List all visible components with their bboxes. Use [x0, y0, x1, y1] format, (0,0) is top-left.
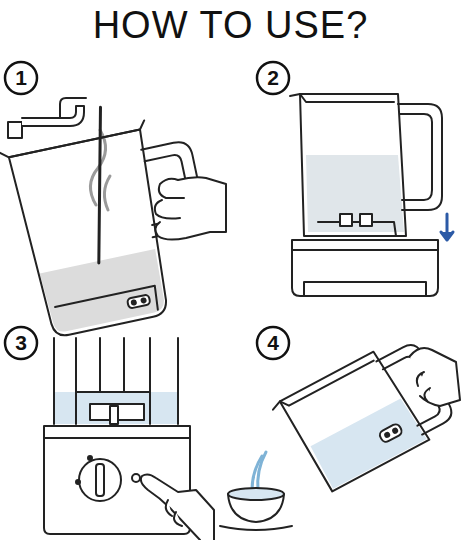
base-closeup — [44, 437, 190, 439]
step-number: 4 — [255, 325, 291, 361]
finger — [166, 500, 182, 526]
faucet — [60, 98, 86, 118]
down-arrow — [441, 232, 453, 240]
base-closeup — [54, 392, 178, 424]
kettle-on-base — [398, 104, 442, 210]
kettle-on-base — [300, 94, 406, 236]
kettle-filling — [141, 298, 146, 303]
base-closeup — [44, 426, 190, 534]
kettle-pouring — [385, 432, 390, 437]
base-closeup — [44, 338, 190, 534]
page-title: HOW TO USE? — [0, 4, 461, 47]
kettle-filling — [9, 129, 179, 339]
base-closeup — [132, 474, 140, 482]
water-stream — [252, 456, 262, 490]
base-closeup — [79, 459, 121, 501]
water-stream — [252, 452, 266, 492]
step-number-text: 4 — [255, 325, 291, 355]
cup — [220, 526, 292, 530]
faucet — [22, 106, 84, 126]
step-number: 3 — [3, 325, 39, 361]
base-closeup — [110, 406, 118, 424]
kettle-filling — [55, 286, 160, 331]
step-number-text: 3 — [3, 325, 39, 355]
kettle-on-base — [400, 114, 432, 200]
kettle-filling — [127, 294, 151, 308]
kettle-pouring — [378, 423, 403, 444]
kettle-on-base — [290, 94, 442, 296]
kettle-filling — [131, 300, 136, 305]
hand — [155, 177, 226, 239]
hand — [155, 177, 226, 239]
kettle-pouring — [392, 428, 397, 433]
step-number-text: 1 — [3, 60, 39, 90]
hand — [410, 348, 460, 406]
kettle-on-base — [318, 222, 396, 236]
faucet — [8, 98, 86, 138]
finger — [141, 474, 214, 540]
kettle-on-base — [306, 155, 404, 232]
kettle-on-base — [292, 240, 438, 296]
step-number: 1 — [3, 60, 39, 96]
kettle-filling — [0, 120, 146, 159]
base-closeup — [76, 480, 80, 484]
kettle-pouring — [311, 397, 427, 489]
steam — [104, 176, 110, 210]
hand — [410, 348, 460, 406]
kettle-on-base — [360, 214, 372, 226]
base-closeup — [76, 391, 150, 393]
kettle-on-base — [304, 282, 426, 296]
base-closeup — [54, 338, 178, 424]
base-closeup — [76, 338, 150, 424]
kettle-pouring — [271, 354, 374, 414]
kettle-on-base — [290, 94, 394, 102]
faucet — [8, 122, 22, 138]
kettle-on-base — [340, 214, 352, 226]
base-closeup — [88, 456, 92, 460]
kettle-on-base — [292, 249, 438, 251]
kettle-pouring — [271, 332, 459, 498]
cup — [220, 488, 292, 530]
down-arrow — [441, 214, 453, 240]
step-number: 2 — [255, 60, 291, 96]
kettle-filling — [40, 249, 168, 334]
base-closeup — [96, 464, 104, 496]
step-number-text: 2 — [255, 60, 291, 90]
cup — [228, 488, 284, 500]
kettle-filling — [67, 107, 132, 263]
finger — [141, 474, 214, 540]
